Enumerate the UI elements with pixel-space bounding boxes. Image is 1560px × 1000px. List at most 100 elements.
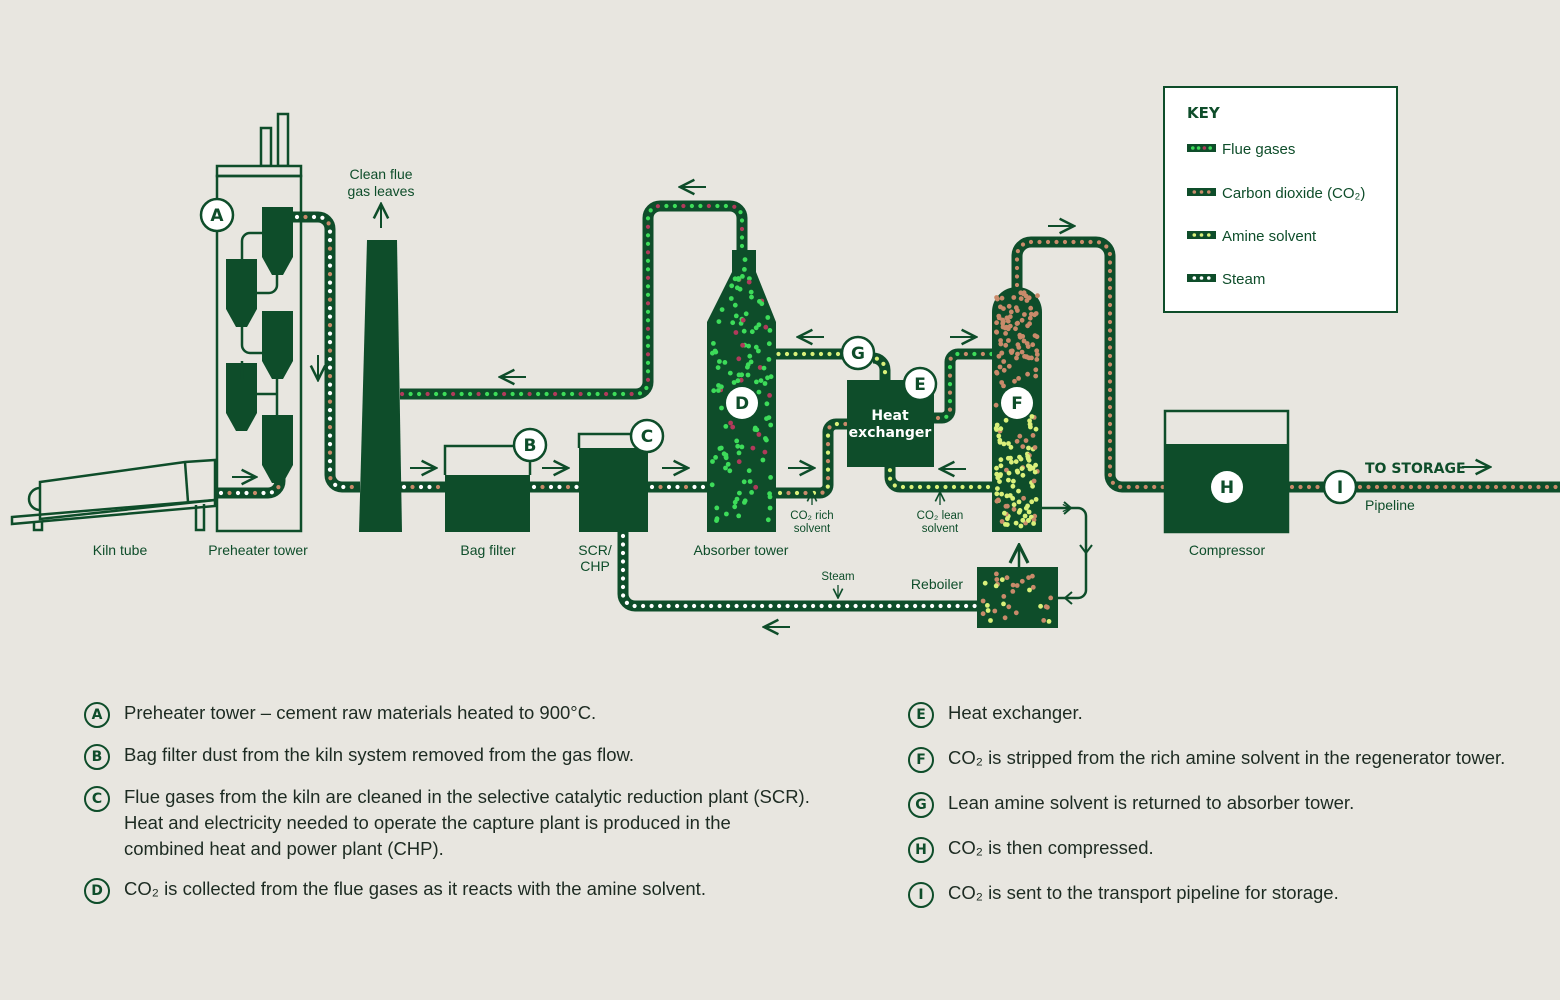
regenerator-dot <box>1033 367 1039 373</box>
pipe-regenerator-to-compressor-dot <box>1143 484 1148 490</box>
pipe-steam-dot <box>726 603 731 609</box>
badge-f[interactable]: F <box>1001 387 1033 419</box>
pipe-absorber-to-stack-dot <box>645 216 651 221</box>
pipe-to-storage-dot <box>1485 484 1490 490</box>
pipe-absorber-to-stack-dot <box>645 318 651 323</box>
absorber-dot <box>766 357 772 362</box>
legend-text-a: Preheater tower – cement raw materials h… <box>124 702 597 723</box>
pipe-bag-filter-to-scr-dot <box>557 484 562 490</box>
absorber-dot <box>714 505 720 511</box>
pipe-preheater-to-stack-dot <box>327 416 333 421</box>
pipe-to-storage-dot <box>1434 484 1439 490</box>
badge-b-label: B <box>524 436 537 456</box>
pipe-kiln-to-preheater-dot <box>269 490 274 495</box>
regenerator-dot <box>997 437 1003 443</box>
pipe-steam-dot <box>658 603 663 609</box>
pipe-rich-solvent-dot <box>827 425 832 430</box>
pipe-lean-to-absorber-dot <box>818 351 824 357</box>
pipe-to-bag-filter-dot <box>427 484 432 490</box>
pipe-preheater-to-stack-dot <box>327 442 333 447</box>
pipe-preheater-to-stack-dot <box>326 221 331 226</box>
pipe-steam-dot <box>620 542 626 547</box>
regenerator-dot <box>1032 445 1038 450</box>
badge-c[interactable]: C <box>629 418 665 454</box>
key-label-amine-solvent: Amine solvent <box>1222 228 1317 245</box>
regenerator-dot <box>1002 510 1007 516</box>
pipe-to-storage-dot <box>1366 484 1371 490</box>
absorber-dot <box>727 370 733 376</box>
key-swatch-co2 <box>1187 188 1216 196</box>
absorber-dot <box>765 375 770 381</box>
badge-h[interactable]: H <box>1211 471 1243 503</box>
pipe-kiln-to-preheater-dot <box>227 490 232 496</box>
absorber-dot <box>748 289 754 295</box>
absorber-dot <box>765 517 771 523</box>
pipe-regenerator-to-compressor-dot <box>1107 438 1113 444</box>
regenerator-dot <box>1009 350 1014 355</box>
absorber-dot <box>715 365 721 370</box>
regenerator-dot <box>1011 506 1017 512</box>
badge-e[interactable]: E <box>902 366 938 402</box>
pipe-hx-to-regenerator-dot <box>972 351 977 357</box>
pipe-lean-return-dot <box>900 484 906 490</box>
pipe-absorber-to-stack-dot <box>645 258 651 263</box>
badge-g[interactable]: G <box>840 335 876 371</box>
absorber-dot <box>730 320 736 326</box>
regenerator-dot <box>1023 293 1029 299</box>
pipe-to-storage-dot <box>1357 484 1363 490</box>
absorber-dot <box>754 379 759 385</box>
pipe-regenerator-to-compressor-dot <box>1037 239 1042 245</box>
badge-i[interactable]: I <box>1322 469 1358 505</box>
pipe-steam-dot <box>632 603 637 609</box>
pipe-regenerator-to-compressor-dot <box>1014 265 1020 271</box>
regenerator-dot <box>1006 363 1012 369</box>
reboiler-dot <box>988 618 993 623</box>
pipe-regenerator-to-compressor-dot <box>1107 353 1113 359</box>
pipe-to-storage-dot <box>1374 484 1380 490</box>
pipe-preheater-to-stack-dot <box>327 263 333 268</box>
absorber-dot <box>732 504 738 510</box>
badge-d[interactable]: D <box>726 387 758 419</box>
regenerator-dot <box>1029 499 1035 505</box>
pipe-absorber-to-stack-dot <box>442 391 447 397</box>
regenerator-dot <box>1024 298 1030 303</box>
regenerator-dot <box>993 402 999 408</box>
pipe-absorber-to-stack-dot <box>510 391 515 397</box>
pipe-regenerator-to-compressor-dot <box>1107 285 1113 291</box>
regenerator-dot <box>996 315 1002 321</box>
regenerator-dot <box>1003 342 1009 348</box>
pipe-steam-dot <box>743 603 748 609</box>
pipe-preheater-to-stack-dot <box>327 459 333 464</box>
pipe-regenerator-to-compressor-dot <box>1107 370 1113 376</box>
regenerator-dot <box>1011 478 1016 484</box>
badge-a[interactable]: A <box>199 197 235 233</box>
absorber-dot <box>767 491 772 497</box>
pipe-steam-dot <box>620 533 626 539</box>
pipe-kiln-to-preheater-dot <box>261 490 266 496</box>
reboiler-dot <box>1006 604 1012 610</box>
pipe-steam-dot <box>666 603 671 609</box>
pipe-regenerator-to-compressor-dot <box>1107 413 1113 418</box>
pipe-regenerator-to-compressor-dot <box>1079 239 1085 245</box>
regenerator-dot <box>1006 303 1012 309</box>
regenerator-dot <box>999 491 1004 497</box>
pipe-steam <box>617 532 977 612</box>
pipe-preheater-to-stack-dot <box>311 214 317 220</box>
legend-item-b: B Bag filter dust from the kiln system r… <box>84 742 814 770</box>
pipe-hx-to-regenerator-dot <box>955 351 960 357</box>
pipe-absorber-to-stack-dot <box>645 241 651 246</box>
pipe-rich-solvent-dot <box>786 490 791 496</box>
label-clean-flue-2: gas leaves <box>348 183 415 199</box>
pipe-rich-solvent-dot <box>820 490 825 495</box>
pipe-steam-dot <box>853 603 858 609</box>
badge-h-label: H <box>1220 478 1234 498</box>
pipe-kiln-to-preheater-dot <box>276 485 281 490</box>
absorber-dot <box>747 479 753 484</box>
regenerator-dot <box>998 341 1004 347</box>
badge-b[interactable]: B <box>512 427 548 463</box>
pipe-hx-to-regenerator-dot <box>947 399 953 404</box>
pipe-absorber-to-stack-dot <box>739 235 745 240</box>
regenerator-dot <box>1017 433 1023 439</box>
absorber-dot <box>749 329 755 335</box>
pipe-regenerator-to-compressor-dot <box>1014 282 1020 288</box>
